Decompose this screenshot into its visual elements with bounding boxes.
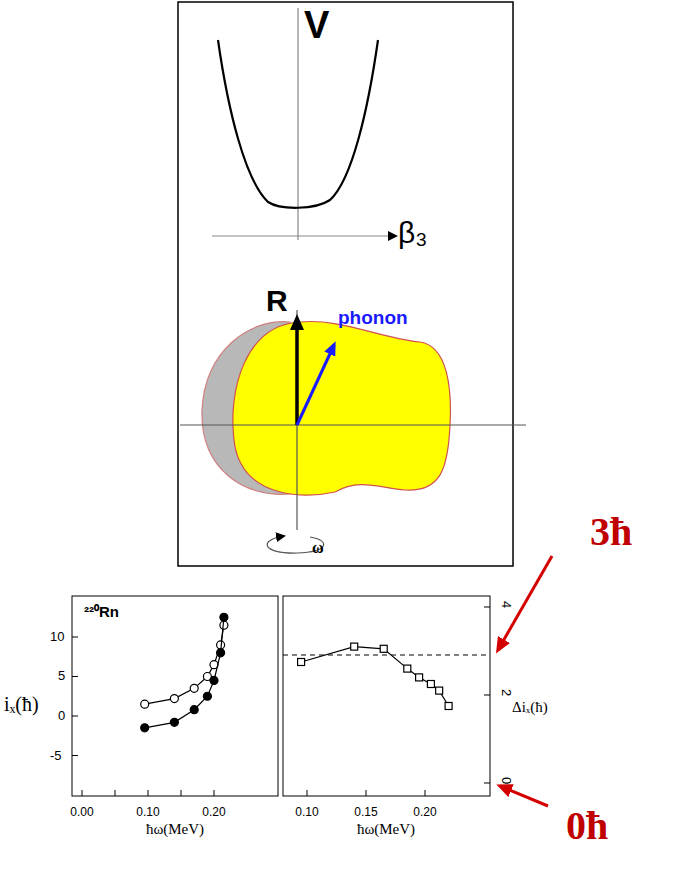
axis-label: β₃ (398, 218, 427, 248)
annotation: 0ħ (566, 806, 608, 846)
tick-label: 5 (58, 669, 65, 682)
tick-label: 0.00 (70, 806, 93, 818)
axis-title: Δiₓ(ħ) (512, 700, 548, 715)
tick (181, 790, 182, 796)
data-line (145, 617, 224, 728)
left-plot-frame (72, 596, 278, 796)
tick-label: 0.20 (202, 806, 225, 818)
data-point (351, 643, 358, 650)
vertical-axis (296, 310, 297, 530)
beta-axis (212, 235, 396, 236)
data-point (298, 659, 305, 666)
rotation-label: ω (312, 540, 324, 556)
tick-label: 0.10 (295, 806, 318, 818)
data-point (220, 613, 228, 621)
tick-label: 0 (58, 709, 65, 722)
tick (115, 790, 116, 796)
axis-title: ħω(MeV) (146, 822, 204, 837)
tick (484, 695, 490, 696)
tick (72, 716, 78, 717)
tick-label: 0 (500, 777, 513, 784)
data-point (427, 681, 434, 688)
annotation: 3ħ (590, 512, 632, 552)
tick (72, 637, 78, 638)
tick (484, 607, 490, 608)
tick (72, 755, 78, 756)
data-point (203, 692, 211, 700)
tick-label: 0.10 (136, 806, 159, 818)
tick (214, 790, 215, 796)
data-line (145, 625, 224, 704)
data-point (445, 703, 452, 710)
data-point (416, 674, 423, 681)
tick (425, 790, 426, 796)
axis-label: V (304, 6, 329, 44)
vector-label: phonon (338, 308, 408, 327)
reference-line (283, 655, 490, 656)
data-line (301, 647, 449, 706)
tick (148, 790, 149, 796)
tick (82, 790, 83, 796)
data-point (141, 724, 149, 732)
phonon-arrow (297, 345, 334, 425)
tick (72, 676, 78, 677)
tick-label: 2 (500, 689, 513, 696)
right-plot-frame (283, 596, 490, 796)
r-arrow (295, 318, 299, 425)
tick-label: 0.15 (354, 806, 377, 818)
tick-label: -5 (50, 749, 62, 762)
pointer-arrow (500, 786, 548, 806)
data-point (217, 649, 225, 657)
tick-label: 4 (500, 601, 513, 608)
v-axis (297, 8, 298, 240)
data-point (190, 706, 198, 714)
vector-label: R (266, 286, 288, 316)
data-point (210, 676, 218, 684)
horizontal-axis (180, 424, 526, 425)
tick (366, 790, 367, 796)
pointer-arrow (498, 556, 552, 650)
axis-title: ħω(MeV) (357, 822, 415, 837)
axis-title: iₓ(ħ) (4, 694, 39, 714)
data-point (170, 695, 178, 703)
tick-label: 0.20 (413, 806, 436, 818)
data-point (436, 687, 443, 694)
data-point (190, 684, 198, 692)
nucleus-label: ²²⁰Rn (84, 604, 119, 619)
tick-label: 10 (50, 630, 64, 643)
data-point (141, 700, 149, 708)
tick (484, 783, 490, 784)
tick (307, 790, 308, 796)
potential-curve (218, 40, 378, 208)
pear-shape (233, 321, 451, 495)
data-point (380, 645, 387, 652)
data-point (170, 718, 178, 726)
data-point (404, 665, 411, 672)
panel-frame (178, 2, 513, 566)
